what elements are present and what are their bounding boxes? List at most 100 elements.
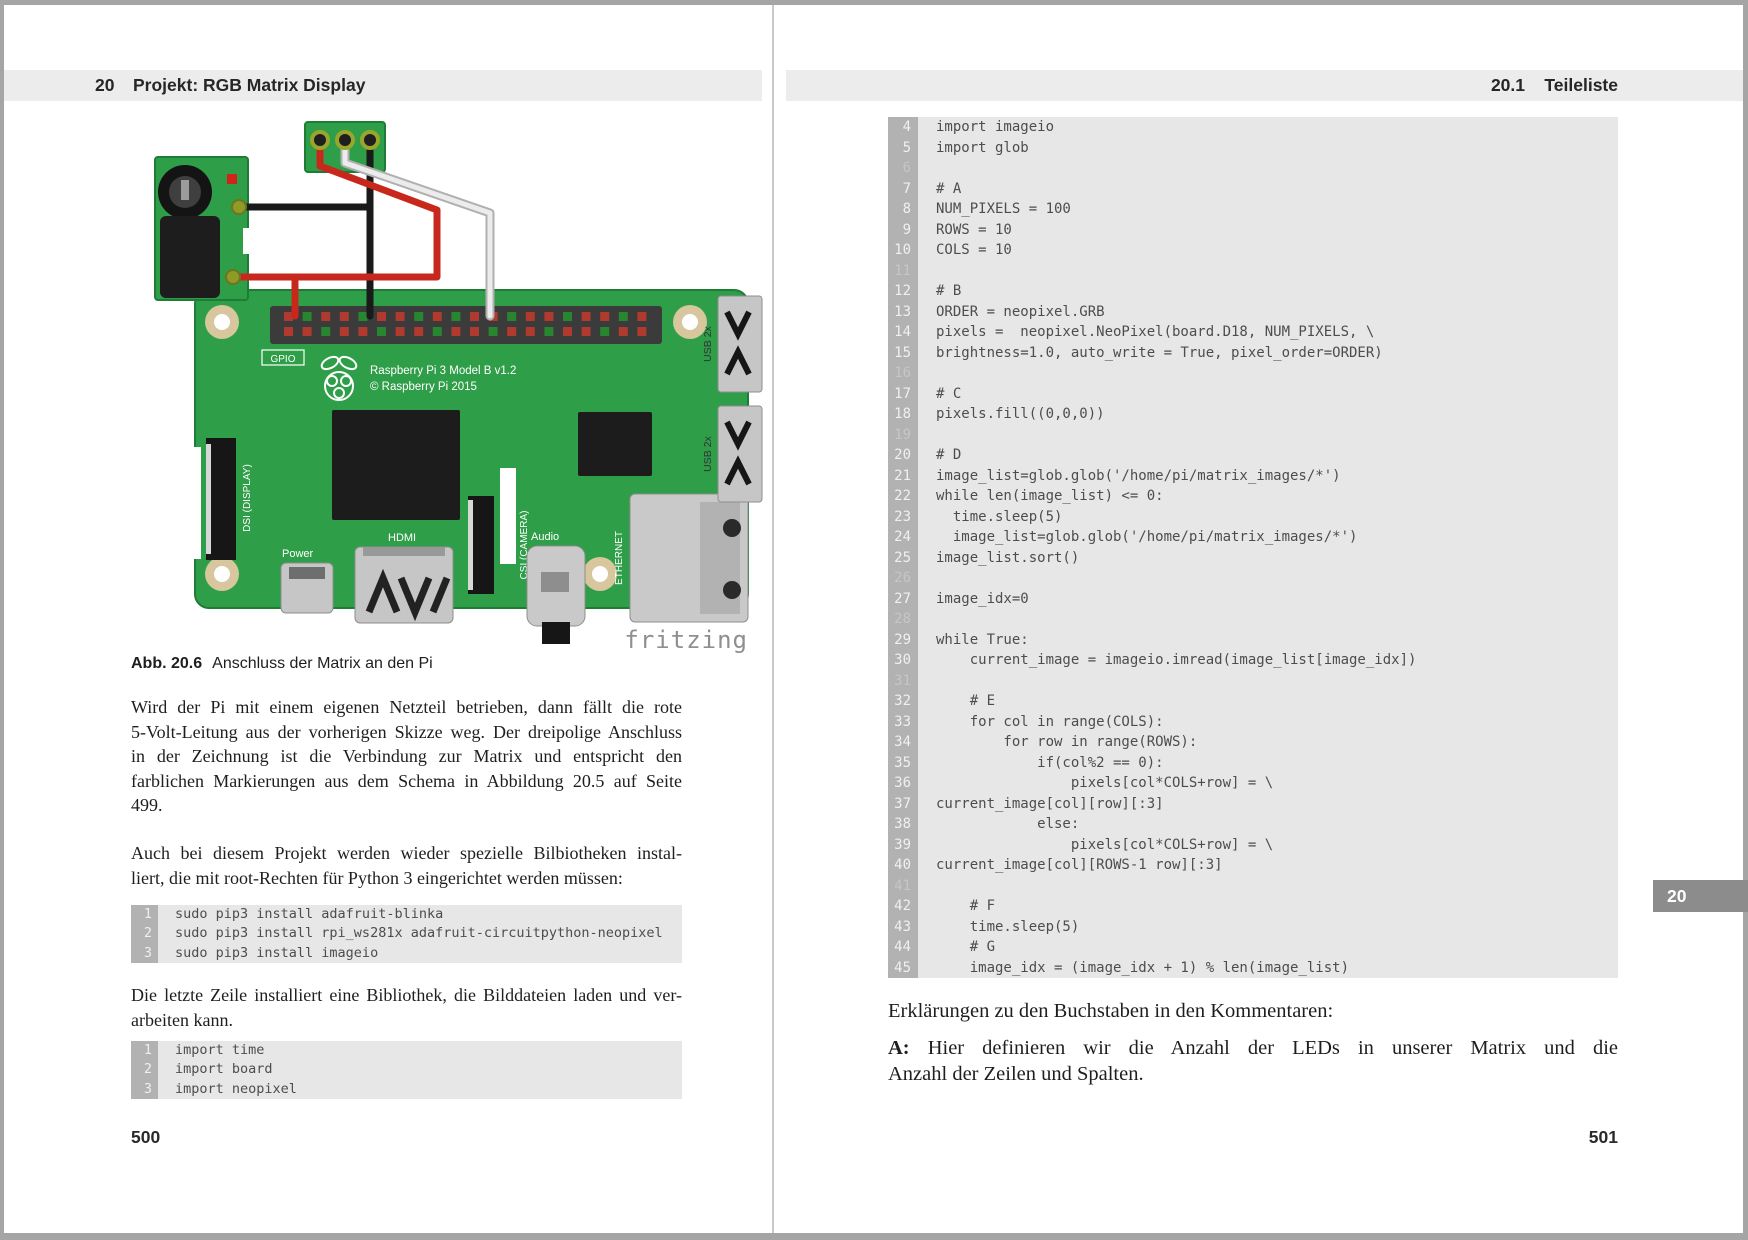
paragraph-line: liert, die mit root-Rechten für Python 3… <box>131 867 623 888</box>
line-number: 19 <box>888 424 918 445</box>
code-line: 34 for row in range(ROWS): <box>888 732 1618 753</box>
line-number: 21 <box>888 465 918 486</box>
red-5v-wire <box>229 146 441 281</box>
gpio-pin <box>358 312 368 321</box>
line-number: 40 <box>888 855 918 876</box>
gpio-pin <box>339 312 349 321</box>
line-number: 37 <box>888 793 918 814</box>
line-number: 32 <box>888 691 918 712</box>
line-number: 23 <box>888 506 918 527</box>
gpio-pin <box>544 312 554 321</box>
hdmi-connector <box>354 546 454 624</box>
code-line: 42 # F <box>888 896 1618 917</box>
code-text: ROWS = 10 <box>936 221 1012 238</box>
gpio-pin <box>284 312 293 321</box>
line-number: 8 <box>888 199 918 220</box>
line-number: 36 <box>888 773 918 794</box>
code-line: 35 if(col%2 == 0): <box>888 752 1618 773</box>
code-line: 38 else: <box>888 814 1618 835</box>
line-number: 13 <box>888 301 918 322</box>
code-text: for col in range(COLS): <box>936 713 1164 730</box>
power-connector <box>280 562 334 614</box>
line-number: 4 <box>888 117 918 138</box>
usb-top-label: USB 2x <box>702 325 714 361</box>
line-number: 38 <box>888 814 918 835</box>
csi-label: CSI (CAMERA) <box>519 511 530 580</box>
gpio-pin <box>637 327 647 336</box>
code-text: pixels[col*COLS+row] = \ <box>936 836 1274 853</box>
code-line: 17# C <box>888 383 1618 404</box>
code-text: image_idx=0 <box>936 590 1029 607</box>
code-text: # A <box>936 180 962 197</box>
line-number: 26 <box>888 568 918 589</box>
line-number: 6 <box>888 158 918 179</box>
line-number: 17 <box>888 383 918 404</box>
hdmi-label: HDMI <box>388 532 416 544</box>
code-text <box>918 363 936 384</box>
code-text: sudo pip3 install rpi_ws281x adafruit-ci… <box>175 925 663 942</box>
gpio-label: GPIO <box>270 354 295 365</box>
code-text: image_list=glob.glob('/home/pi/matrix_im… <box>936 529 1358 545</box>
code-text: # E <box>936 693 996 709</box>
mounting-holes <box>205 305 707 591</box>
code-text: import glob <box>936 139 1029 156</box>
left-page-header-band: 20 Projekt: RGB Matrix Display <box>4 70 762 101</box>
gpio-pin <box>507 327 517 336</box>
gpio-pin <box>302 327 312 336</box>
usb-bottom-label: USB 2x <box>702 435 714 471</box>
code-line: 13 ORDER = neopixel.GRB <box>888 301 1618 322</box>
line-number: 5 <box>888 137 918 158</box>
line-number: 10 <box>888 240 918 261</box>
code-text: pixels.fill((0,0,0)) <box>936 406 1105 422</box>
raspberry-pi-board: GPIO Raspberry Pi 3 Model B v1.2 © Raspb… <box>186 289 763 644</box>
code-line: 16 <box>888 363 1618 384</box>
board-title: Raspberry Pi 3 Model B v1.2 <box>370 365 516 377</box>
audio-connector <box>526 545 586 644</box>
chapter-number: 20 <box>95 75 115 95</box>
code-text: COLS = 10 <box>936 242 1012 258</box>
ethernet-label: ETHERNET <box>614 531 625 585</box>
right-page-header-band: 20.1 Teileliste <box>786 70 1743 101</box>
page-spine-divider <box>772 5 774 1233</box>
section-title: Teileliste <box>1544 75 1618 95</box>
gpio-pin <box>377 327 386 336</box>
line-number: 3 <box>131 943 158 964</box>
gpio-pin <box>451 327 461 336</box>
code-line: 32 # E <box>888 691 1618 712</box>
code-line: 31 <box>888 670 1618 691</box>
gpio-pin <box>581 327 591 336</box>
gpio-pin <box>377 312 386 321</box>
code-line: 10 COLS = 10 <box>888 240 1618 261</box>
line-number: 25 <box>888 547 918 568</box>
code-text: import neopixel <box>175 1080 297 1097</box>
code-text: # G <box>936 939 996 955</box>
line-number: 27 <box>888 588 918 609</box>
chapter-title: Projekt: RGB Matrix Display <box>133 75 366 95</box>
paragraph-line: farblichen Markierungen aus dem Schema i… <box>131 770 682 791</box>
paragraph: Die letzte Zeile installiert eine Biblio… <box>131 983 682 1032</box>
line-number: 1 <box>131 1041 158 1061</box>
line-number: 44 <box>888 937 918 958</box>
code-text: ORDER = neopixel.GRB <box>936 303 1105 320</box>
line-number: 43 <box>888 916 918 937</box>
gpio-pin <box>563 312 572 321</box>
gpio-pin <box>507 312 517 321</box>
paragraph-line: arbeiten kann. <box>131 1009 233 1030</box>
code-text: pixels = neopixel.NeoPixel(board.D18, NU… <box>936 324 1375 340</box>
gpio-pin <box>358 327 368 336</box>
viewport-edge-bottom <box>0 1233 1748 1240</box>
raspberry-pi-logo-icon <box>320 355 358 401</box>
csi-connector <box>468 468 516 594</box>
line-number: 18 <box>888 404 918 425</box>
paragraph-line: Wird der Pi mit einem eigenen Netzteil b… <box>131 697 682 717</box>
line-number: 39 <box>888 834 918 855</box>
line-number: 30 <box>888 650 918 671</box>
